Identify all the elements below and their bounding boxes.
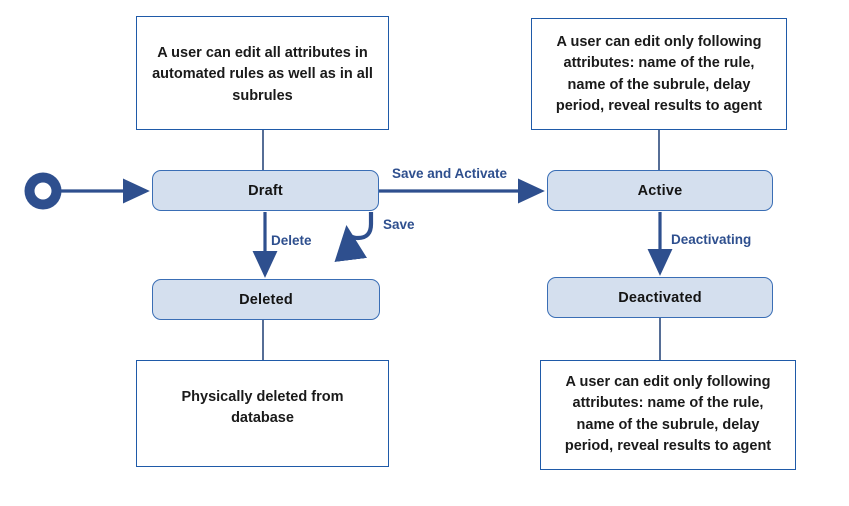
state-draft-label: Draft: [248, 182, 283, 199]
initial-state-node: [24, 172, 62, 210]
transition-draft-self-loop: [334, 212, 374, 263]
state-deleted-label: Deleted: [239, 291, 293, 308]
note-deactivated-text: A user can edit only following attribute…: [564, 374, 772, 455]
note-active: A user can edit only following attribute…: [531, 18, 787, 130]
note-deleted-text: Physically deleted from database: [181, 389, 344, 427]
note-active-text: A user can edit only following attribute…: [555, 34, 763, 115]
state-active-label: Active: [637, 182, 683, 199]
note-deactivated: A user can edit only following attribute…: [540, 360, 796, 470]
state-deactivated[interactable]: Deactivated: [547, 277, 773, 318]
note-draft-text: A user can edit all attributes in automa…: [152, 45, 373, 104]
transition-label-save: Save: [383, 217, 415, 232]
transition-label-deactivating: Deactivating: [671, 232, 752, 247]
state-active[interactable]: Active: [547, 170, 773, 211]
transition-label-delete: Delete: [271, 233, 312, 248]
state-deleted[interactable]: Deleted: [152, 279, 380, 320]
note-draft: A user can edit all attributes in automa…: [136, 16, 389, 130]
state-deactivated-label: Deactivated: [618, 289, 702, 306]
state-draft[interactable]: Draft: [152, 170, 379, 211]
note-deleted: Physically deleted from database: [136, 360, 389, 467]
transition-label-save-and-activate: Save and Activate: [392, 166, 508, 181]
